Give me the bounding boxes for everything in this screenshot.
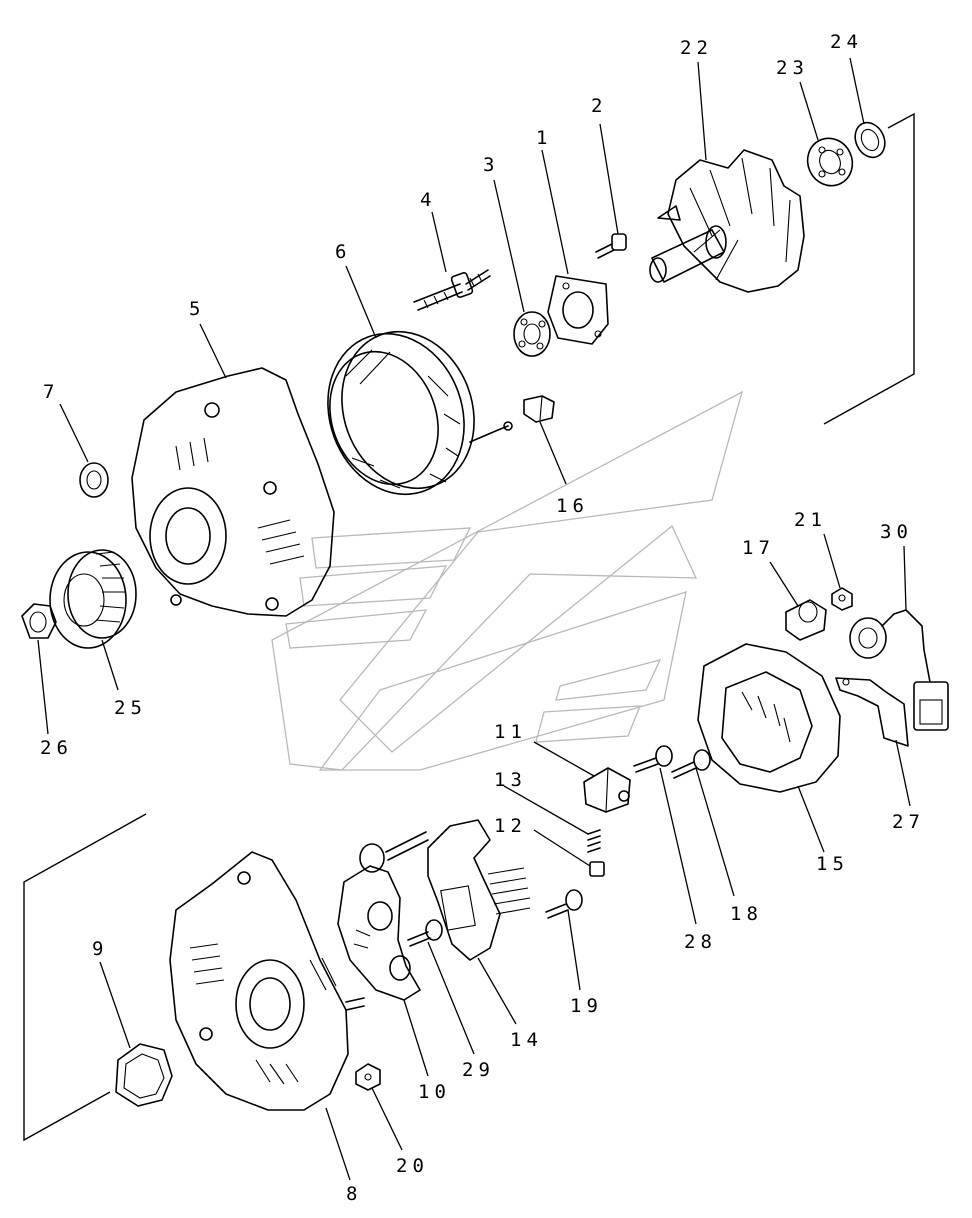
brush xyxy=(589,861,605,877)
callout-5: 5 xyxy=(189,298,205,320)
bearing-cover xyxy=(854,121,886,159)
pulley xyxy=(49,549,137,649)
watermark-logo xyxy=(271,390,744,771)
rear-cover xyxy=(697,643,841,793)
rotor xyxy=(649,149,805,293)
terminal-insulator xyxy=(785,599,827,641)
callout-10: 10 xyxy=(418,1081,451,1103)
screw-18 xyxy=(671,749,711,779)
callout-19: 19 xyxy=(570,995,603,1017)
callout-25: 25 xyxy=(114,697,147,719)
nut xyxy=(355,1063,381,1091)
callout-12: 12 xyxy=(494,815,527,837)
screw-29 xyxy=(407,919,443,947)
callout-labels: 1 2 3 4 5 6 7 8 9 10 11 12 13 14 15 16 1… xyxy=(40,31,925,1205)
drive-end-housing xyxy=(131,367,335,617)
callout-24: 24 xyxy=(830,31,863,53)
screw-28 xyxy=(633,745,673,773)
callout-9: 9 xyxy=(92,938,108,960)
callout-leaders xyxy=(37,57,911,1181)
callout-28: 28 xyxy=(684,931,717,953)
callout-15: 15 xyxy=(816,853,849,875)
callout-16: 16 xyxy=(556,495,589,517)
front-bearing xyxy=(513,311,551,357)
assembly-bracket-upper xyxy=(823,112,915,425)
callout-23: 23 xyxy=(776,57,809,79)
retainer-plate xyxy=(547,275,609,345)
regulator xyxy=(427,819,531,961)
callout-17: 17 xyxy=(742,537,775,559)
terminal-nut xyxy=(831,587,853,611)
screw xyxy=(595,233,627,259)
callout-27: 27 xyxy=(892,811,925,833)
callout-8: 8 xyxy=(346,1183,362,1205)
callout-26: 26 xyxy=(40,737,73,759)
callout-29: 29 xyxy=(462,1059,495,1081)
rear-housing xyxy=(169,851,365,1111)
callout-11: 11 xyxy=(494,721,527,743)
brush-spring xyxy=(587,829,601,853)
callout-22: 22 xyxy=(680,37,713,59)
callout-6: 6 xyxy=(335,241,351,263)
callout-2: 2 xyxy=(591,95,607,117)
brush-holder xyxy=(583,767,631,813)
pulley-nut xyxy=(21,603,57,639)
callout-18: 18 xyxy=(730,903,763,925)
connector-harness xyxy=(849,609,949,731)
insulator-plate xyxy=(835,677,909,747)
callout-21: 21 xyxy=(794,509,827,531)
gasket xyxy=(115,1043,173,1107)
assembly-bracket-lower xyxy=(23,813,147,1142)
callout-4: 4 xyxy=(420,189,436,211)
screw-19 xyxy=(545,889,583,919)
rectifier xyxy=(337,831,429,1001)
callout-3: 3 xyxy=(483,154,499,176)
callout-14: 14 xyxy=(510,1029,543,1051)
stator xyxy=(327,330,513,496)
through-bolt xyxy=(413,269,491,311)
insulator xyxy=(523,395,555,423)
spacer xyxy=(79,462,109,498)
callout-30: 30 xyxy=(880,521,913,543)
callout-7: 7 xyxy=(43,381,59,403)
callout-20: 20 xyxy=(396,1155,429,1177)
callout-13: 13 xyxy=(494,769,527,791)
callout-1: 1 xyxy=(536,127,552,149)
rear-bearing xyxy=(806,137,854,187)
